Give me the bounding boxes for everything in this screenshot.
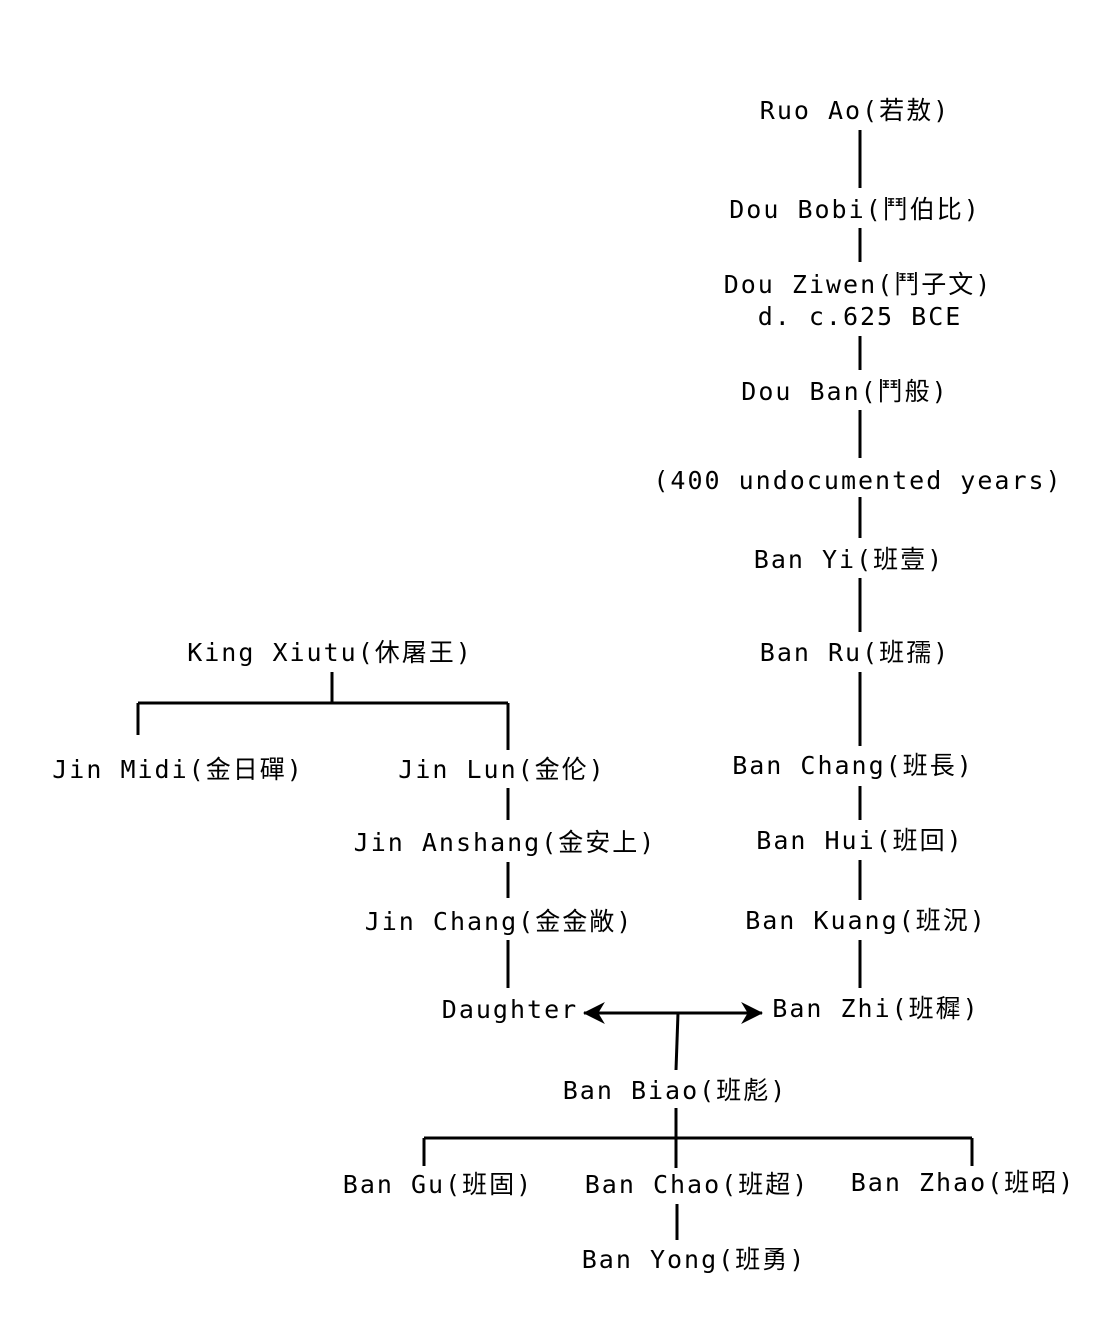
node-ban-kuang: Ban Kuang(班況) xyxy=(745,906,987,935)
node-jin-chang: Jin Chang(金金敞) xyxy=(365,907,634,936)
node-undocumented-gap: (400 undocumented years) xyxy=(653,466,1062,495)
node-ban-gu: Ban Gu(班固) xyxy=(343,1170,533,1199)
node-ban-biao: Ban Biao(班彪) xyxy=(563,1076,788,1105)
node-king-xiutu: King Xiutu(休屠王) xyxy=(187,638,473,667)
node-dou-ban: Dou Ban(鬥般) xyxy=(741,377,948,406)
node-ban-zhao: Ban Zhao(班昭) xyxy=(851,1168,1076,1197)
left-lineage-connectors xyxy=(136,672,510,988)
node-jin-lun: Jin Lun(金伦) xyxy=(398,755,605,784)
node-labels: Ruo Ao(若敖) Dou Bobi(鬥伯比) Dou Ziwen(鬥子文) … xyxy=(52,96,1076,1274)
node-dou-ziwen-dates: d. c.625 BCE xyxy=(758,302,963,331)
node-ban-chao: Ban Chao(班超) xyxy=(585,1170,810,1199)
node-ban-hui: Ban Hui(班回) xyxy=(756,826,963,855)
node-ban-ru: Ban Ru(班孺) xyxy=(760,638,950,667)
node-jin-midi: Jin Midi(金日磾) xyxy=(52,755,304,784)
node-ban-zhi: Ban Zhi(班穉) xyxy=(772,994,979,1023)
edge-marriage-ban-biao xyxy=(674,1012,680,1071)
node-ban-yong: Ban Yong(班勇) xyxy=(582,1245,807,1274)
node-ban-chang: Ban Chang(班長) xyxy=(732,751,974,780)
marriage-connectors xyxy=(422,1002,974,1240)
node-jin-anshang: Jin Anshang(金安上) xyxy=(354,828,657,857)
node-dou-bobi: Dou Bobi(鬥伯比) xyxy=(729,195,981,224)
node-ruo-ao: Ruo Ao(若敖) xyxy=(760,96,950,125)
node-daughter: Daughter xyxy=(442,995,578,1024)
node-ban-yi: Ban Yi(班壹) xyxy=(754,545,944,574)
node-dou-ziwen: Dou Ziwen(鬥子文) xyxy=(724,270,993,299)
